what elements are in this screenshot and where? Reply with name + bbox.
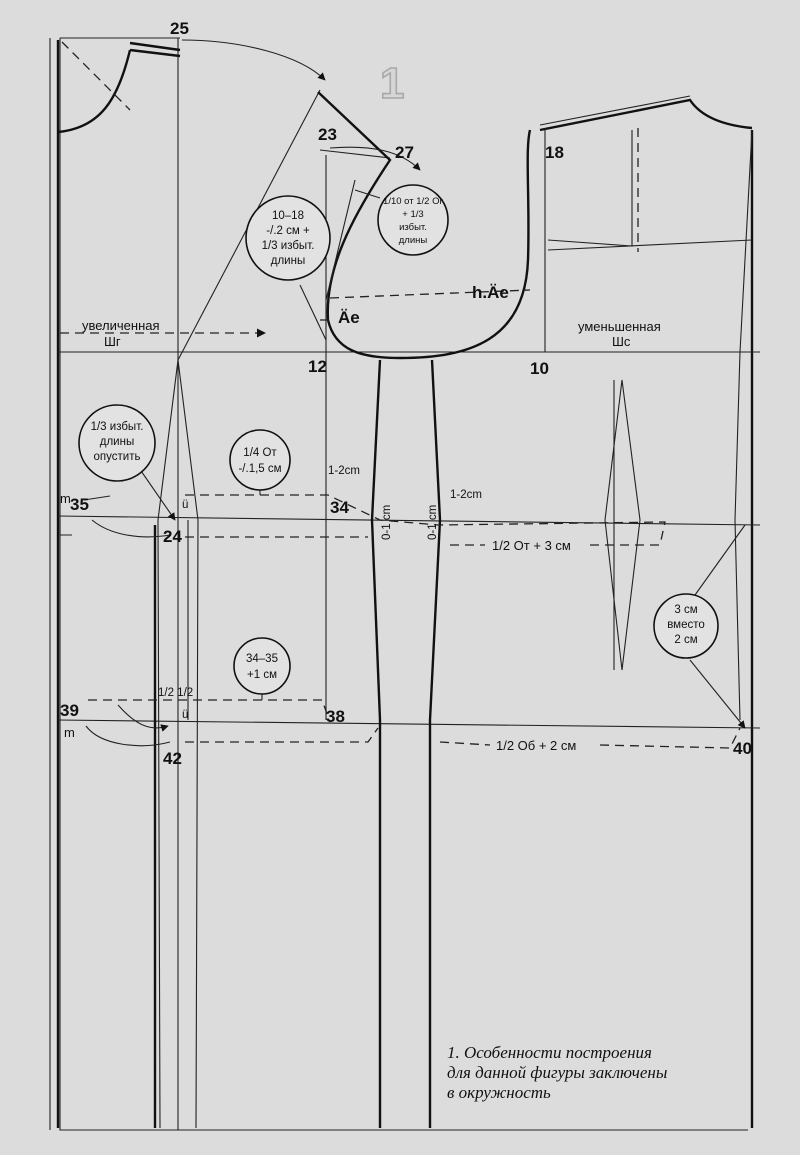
svg-text:избыт.: избыт. [399,222,427,233]
caption-line-1: 1. Особенности построения [447,1043,652,1062]
label-decreased: уменьшенная [578,319,661,334]
svg-text:длины: длины [271,255,305,267]
mark-u-top: ü [182,499,188,511]
point-35: 35 [70,495,89,514]
point-12: 12 [308,357,327,376]
point-39: 39 [60,701,79,720]
svg-text:10–18: 10–18 [272,210,304,222]
svg-text:1/4 От: 1/4 От [243,447,277,459]
point-24: 24 [163,527,182,546]
svg-text:опустить: опустить [94,451,141,463]
circle-note-4: 1/4 От -/.1,5 см [229,429,291,491]
circle-note-6: 3 см вместо 2 см [653,593,719,659]
point-25: 25 [170,19,189,38]
label-shs: Шс [612,334,631,349]
svg-text:+1 см: +1 см [247,669,277,681]
circle-note-5: 34–35 +1 см [233,637,291,695]
svg-text:длины: длины [100,436,134,448]
figure-caption: 1. Особенности построения для данной фиг… [447,1043,667,1102]
label-1-2cm-left: 1-2cm [328,465,360,477]
caption-line-2: для данной фигуры заключены [447,1063,667,1082]
svg-text:-/.1,5 см: -/.1,5 см [238,463,281,475]
arrows [60,39,746,732]
point-27: 27 [395,143,414,162]
point-40: 40 [733,739,752,758]
circle-note-1: 10–18 -/.2 см + 1/3 избыт. длины [245,195,331,281]
circle-note-2: 1/10 от 1/2 Ог + 1/3 избыт. длины [377,184,449,256]
caption-line-3: в окружность [447,1083,551,1102]
svg-text:1/10 от 1/2 Ог: 1/10 от 1/2 Ог [383,196,443,207]
frame-lines [49,37,761,1131]
label-halves: 1/2 1/2 [158,687,193,699]
mark-u-bottom: ü [182,709,188,721]
point-38: 38 [326,707,345,726]
label-half-ot: 1/2 От + 3 см [492,538,571,553]
point-h-ae: h.Äe [472,283,509,302]
svg-text:вместо: вместо [667,619,705,631]
svg-text:-/.2 см +: -/.2 см + [266,225,310,237]
svg-text:3 см: 3 см [674,604,697,616]
label-0-1cm-left: 0-1 cm [381,505,393,540]
front-piece [539,95,753,721]
point-ae: Äe [338,308,360,327]
label-half-ob: 1/2 Об + 2 см [496,738,576,753]
svg-text:+ 1/3: + 1/3 [402,209,423,220]
mark-m-bottom: m [64,725,75,740]
mark-m-top: m [60,491,71,506]
dashed-guides [59,494,741,749]
point-34: 34 [330,498,349,517]
armhole-curves [317,91,532,360]
point-labels: 25 23 27 18 12 10 35 34 24 39 38 42 40 Ä… [60,19,752,768]
point-23: 23 [318,125,337,144]
point-10: 10 [530,359,549,378]
circle-note-3: 1/3 избыт. длины опустить [78,404,156,482]
label-1-2cm-right: 1-2cm [450,489,482,501]
label-increased: увеличенная [82,318,160,333]
svg-text:1/3 избыт.: 1/3 избыт. [91,421,144,433]
point-42: 42 [163,749,182,768]
label-shg: Шг [104,334,121,349]
measurement-labels: увеличенная Шг уменьшенная Шс 1-2cm 1-2c… [82,318,661,753]
svg-text:1/3 избыт.: 1/3 избыт. [262,240,315,252]
svg-text:34–35: 34–35 [246,653,278,665]
figure-number: 1 [380,59,404,108]
svg-text:2 см: 2 см [674,634,697,646]
svg-text:длины: длины [399,235,428,246]
point-18: 18 [545,143,564,162]
label-0-1cm-right: 0-1 cm [427,505,439,540]
